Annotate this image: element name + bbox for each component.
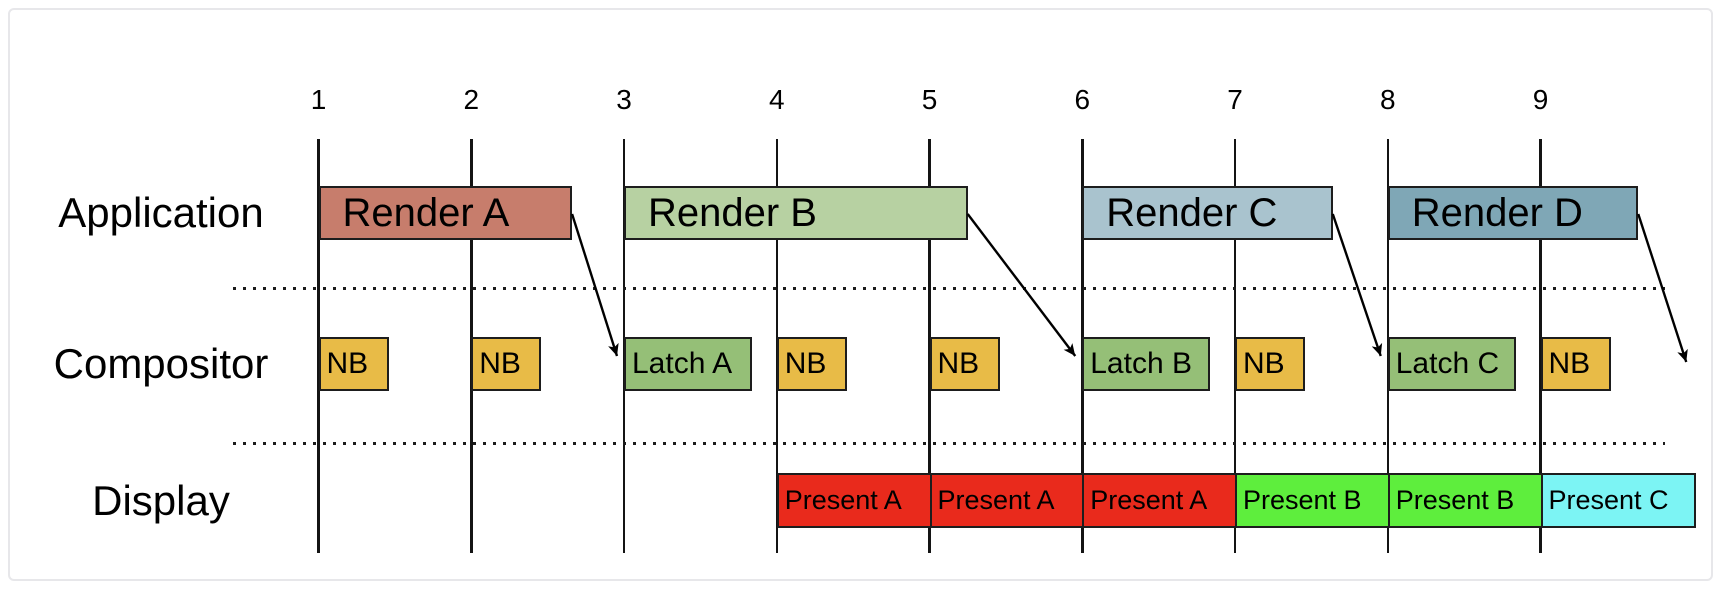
latch-box: Latch A: [624, 337, 752, 391]
tick-label: 8: [1379, 84, 1396, 115]
present-box: Present A: [929, 473, 1085, 528]
present-box: Present C: [1540, 473, 1696, 528]
tick-label: 6: [1074, 84, 1091, 115]
tick-label: 2: [463, 84, 480, 115]
nb-box: NB: [1235, 337, 1305, 391]
render-box: Render A: [318, 186, 573, 240]
nb-box: NB: [776, 337, 847, 391]
present-box: Present B: [1387, 473, 1543, 528]
nb-box: NB: [471, 337, 542, 391]
latch-box: Latch B: [1082, 337, 1211, 391]
separator-application-compositor: [233, 287, 1665, 290]
present-box: Present A: [776, 473, 932, 528]
render-box: Render B: [624, 186, 968, 240]
diagram-frame-border: [8, 8, 1713, 581]
render-box: Render D: [1387, 186, 1639, 240]
present-box: Present A: [1082, 473, 1238, 528]
tick-label: 9: [1532, 84, 1549, 115]
nb-box: NB: [1540, 337, 1611, 391]
nb-box: NB: [929, 337, 1000, 391]
row-label-display: Display: [92, 476, 230, 524]
row-label-compositor: Compositor: [53, 340, 269, 387]
separator-compositor-display: [233, 442, 1665, 445]
tick-label: 4: [768, 84, 785, 115]
nb-box: NB: [318, 337, 389, 391]
row-label-application: Application: [58, 189, 264, 236]
tick-label: 7: [1227, 84, 1243, 115]
tick-label: 3: [616, 84, 632, 115]
tick-label: 1: [310, 84, 327, 115]
latch-box: Latch C: [1387, 337, 1516, 391]
render-box: Render C: [1082, 186, 1333, 240]
tick-label: 5: [921, 84, 938, 115]
present-box: Present B: [1235, 473, 1391, 528]
